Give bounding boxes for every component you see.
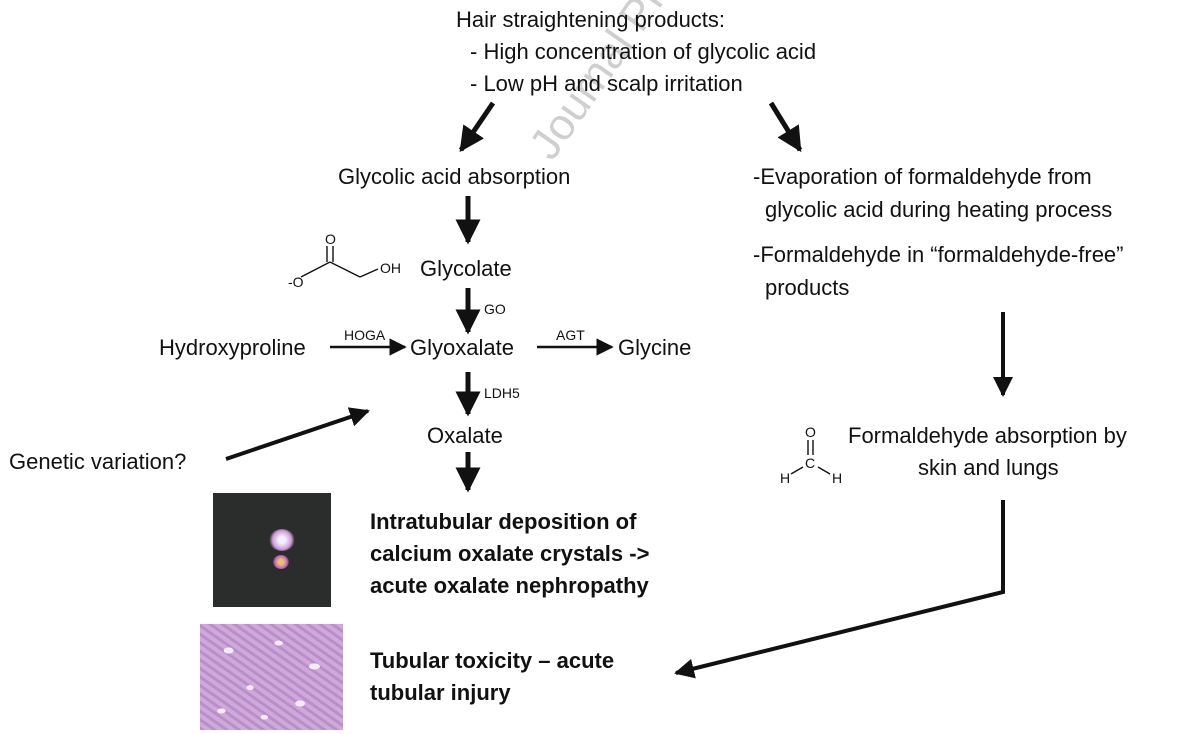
- hair-products-title: Hair straightening products:: [456, 7, 726, 32]
- agt-enzyme-label: AGT: [556, 327, 585, 343]
- formaldehyde-h-right: H: [832, 470, 843, 486]
- ldh5-enzyme-label: LDH5: [484, 385, 520, 401]
- formaldehyde-absorption-line2: skin and lungs: [918, 455, 1059, 480]
- arrow-to-glycolic-absorption: [458, 101, 496, 153]
- glyoxalate-label: Glyoxalate: [410, 335, 514, 360]
- hair-products-bullet-glycolic: - High concentration of glycolic acid: [470, 39, 817, 64]
- deposition-line1: Intratubular deposition of: [370, 509, 637, 534]
- formaldehyde-free-line2: products: [765, 275, 850, 300]
- glycine-label: Glycine: [618, 335, 692, 360]
- formaldehyde-o: O: [805, 424, 816, 440]
- hydroxyproline-label: Hydroxyproline: [159, 335, 306, 360]
- glycolate-oh: OH: [380, 260, 401, 276]
- formaldehyde-free-line1: -Formaldehyde in “formaldehyde-free”: [753, 242, 1124, 267]
- tubular-toxicity-line1: Tubular toxicity – acute: [370, 648, 615, 673]
- glycolate-o-minus: -O: [288, 274, 304, 290]
- go-enzyme-label: GO: [484, 301, 506, 317]
- deposition-line3: acute oxalate nephropathy: [370, 573, 649, 598]
- formaldehyde-c: C: [805, 455, 816, 471]
- arrow-to-formaldehyde-evaporation: [768, 101, 803, 153]
- glycolate-structure-icon: [300, 246, 379, 278]
- glycolate-label: Glycolate: [420, 256, 512, 281]
- oxalate-label: Oxalate: [427, 423, 503, 448]
- hoga-enzyme-label: HOGA: [344, 327, 386, 343]
- formaldehyde-structure-icon: [790, 440, 831, 475]
- formaldehyde-h-left: H: [780, 470, 791, 486]
- formaldehyde-absorption-line1: Formaldehyde absorption by: [848, 423, 1127, 448]
- glycolic-absorption-label: Glycolic acid absorption: [338, 164, 571, 189]
- arrow-to-tubular-toxicity: [674, 500, 1005, 679]
- hair-products-bullet-ph: - Low pH and scalp irritation: [470, 71, 743, 96]
- evaporation-line2: glycolic acid during heating process: [765, 197, 1113, 222]
- crystal-micrograph-image: [213, 493, 331, 607]
- arrow-genetic-variation: [225, 407, 370, 461]
- histology-micrograph-image: [200, 624, 343, 730]
- glycolate-o-top: O: [325, 231, 336, 247]
- deposition-line2: calcium oxalate crystals ->: [370, 541, 650, 566]
- evaporation-line1: -Evaporation of formaldehyde from: [753, 164, 1092, 189]
- tubular-toxicity-line2: tubular injury: [370, 680, 511, 705]
- genetic-variation-label: Genetic variation?: [9, 449, 187, 474]
